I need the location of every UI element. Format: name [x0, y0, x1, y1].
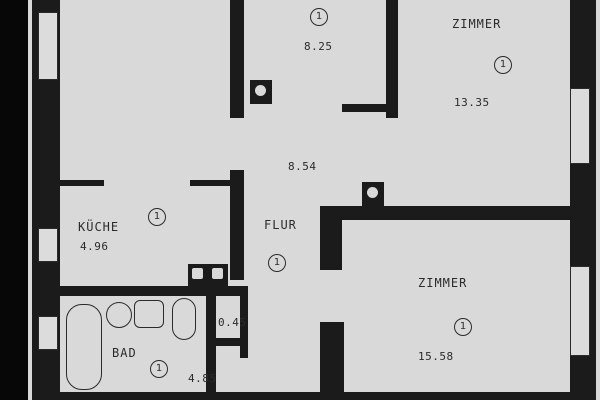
wall-zimmer-bottom-left: [320, 322, 344, 400]
area-wc: 0.45: [218, 316, 247, 329]
room-marker-zimmer-top: 1: [494, 56, 512, 74]
room-marker-flur: 1: [268, 254, 286, 272]
toilet: [172, 298, 196, 340]
room-marker-top-middle: 1: [310, 8, 328, 26]
window-right-bottom: [570, 266, 590, 356]
window-left-top: [38, 12, 58, 80]
window-left-bottom: [38, 316, 58, 350]
wall-kitchen-right: [230, 170, 244, 280]
bathtub: [66, 304, 102, 390]
wall-zimmer-divider: [320, 206, 572, 220]
area-hall: 8.54: [288, 160, 317, 173]
area-zimmer-bottom: 15.58: [418, 350, 454, 363]
room-marker-bad: 1: [150, 360, 168, 378]
shaft-middle: [362, 182, 384, 206]
label-flur: FLUR: [264, 218, 297, 232]
area-top-middle: 8.25: [304, 40, 333, 53]
wall-wc-bottom: [206, 338, 248, 346]
floor-plan: 1 8.25 ZIMMER 1 13.35 8.54 KÜCHE 1 4.96 …: [28, 0, 600, 400]
shaft-kitchen-1: [188, 264, 208, 286]
wall-kitchen-top-right: [190, 180, 234, 186]
wall-wc-right: [240, 296, 248, 358]
sink-2: [134, 300, 164, 328]
wall-kitchen-bottom: [60, 286, 248, 296]
label-bad: BAD: [112, 346, 137, 360]
sink-1: [106, 302, 132, 328]
wall-kitchen-top-left: [60, 180, 104, 186]
label-kueche: KÜCHE: [78, 220, 120, 234]
wall-vertical-1: [230, 0, 244, 118]
window-left-mid: [38, 228, 58, 262]
room-marker-kueche: 1: [148, 208, 166, 226]
label-zimmer-bottom: ZIMMER: [418, 276, 468, 290]
area-bad: 4.85: [188, 372, 217, 385]
window-right-top: [570, 88, 590, 164]
wall-top-mid-base: [342, 104, 398, 112]
area-kueche: 4.96: [80, 240, 109, 253]
area-zimmer-top: 13.35: [454, 96, 490, 109]
wall-bottom-strip: [60, 392, 570, 400]
room-marker-zimmer-bottom: 1: [454, 318, 472, 336]
wall-flur-right: [320, 206, 342, 270]
wall-bath-right: [206, 296, 216, 400]
wall-vertical-2: [386, 0, 398, 118]
shaft-kitchen-2: [208, 264, 228, 286]
label-zimmer-top: ZIMMER: [452, 17, 502, 31]
shaft-top: [250, 80, 272, 104]
